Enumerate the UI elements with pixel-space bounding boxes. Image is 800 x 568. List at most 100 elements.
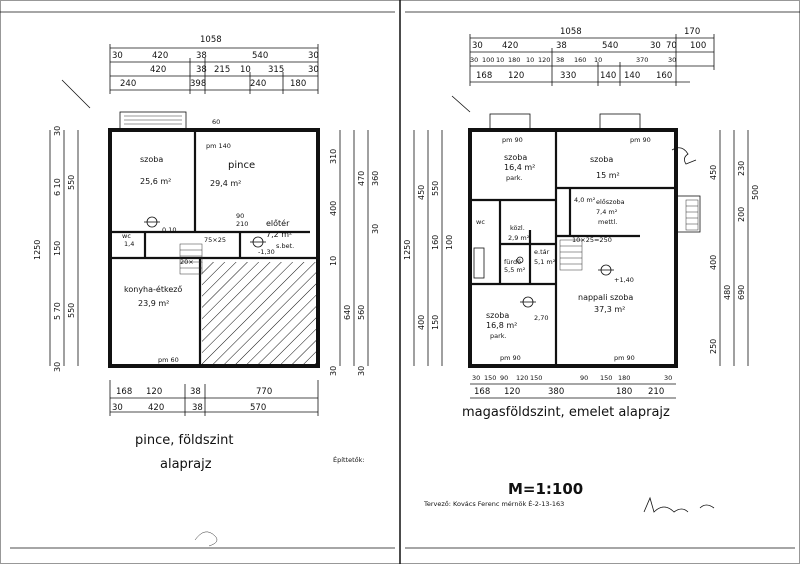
svg-text:210: 210 [236,220,248,228]
svg-text:330: 330 [560,71,576,81]
svg-text:690: 690 [737,285,746,300]
svg-text:400: 400 [417,315,426,330]
svg-text:180: 180 [616,387,632,397]
svg-text:570: 570 [250,403,266,413]
svg-text:380: 380 [548,387,564,397]
svg-text:150: 150 [484,374,496,382]
svg-text:315: 315 [268,65,284,75]
svg-text:30: 30 [472,41,483,51]
svg-text:150: 150 [53,241,62,256]
svg-text:90: 90 [236,212,244,220]
svg-text:7,4 m²: 7,4 m² [596,208,618,216]
svg-text:pm 90: pm 90 [500,354,521,362]
svg-text:szoba: szoba [590,155,613,164]
svg-text:180: 180 [618,374,630,382]
svg-text:140: 140 [624,71,640,81]
scale-label: M=1:100 [508,480,583,498]
svg-text:0,10: 0,10 [162,226,176,234]
svg-text:420: 420 [148,403,164,413]
svg-text:240: 240 [250,79,266,89]
right-side-balcony [675,195,701,233]
svg-text:170: 170 [684,27,700,37]
svg-text:10×25=250: 10×25=250 [572,236,612,244]
left-floor-plan: 1058 30 420 38 540 30 420 38 215 10 315 … [33,35,380,547]
svg-text:38: 38 [196,65,207,75]
svg-text:előszoba: előszoba [596,197,625,206]
svg-text:1250: 1250 [33,240,42,260]
svg-text:550: 550 [431,181,440,196]
svg-text:38: 38 [190,387,201,397]
left-room-pince-name: pince [228,160,255,171]
svg-text:160: 160 [574,56,586,64]
svg-text:nappali szoba: nappali szoba [578,293,633,302]
svg-text:szoba: szoba [486,311,509,320]
svg-text:6 10: 6 10 [53,178,62,196]
svg-text:pm 90: pm 90 [502,136,523,144]
right-building-outline [468,128,678,368]
left-bottom-dimensions: 168 120 38 770 30 420 38 570 [109,380,319,416]
annotation-scribble [671,147,697,165]
left-hatched-terrace [202,262,316,364]
svg-text:30: 30 [371,224,380,234]
svg-text:2,9 m²: 2,9 m² [508,234,530,242]
svg-text:450: 450 [417,185,426,200]
svg-text:10: 10 [329,256,338,266]
svg-text:38: 38 [192,403,203,413]
svg-text:30: 30 [308,51,319,61]
svg-text:5,5 m²: 5,5 m² [504,266,526,274]
svg-text:10: 10 [496,56,504,64]
svg-text:100: 100 [482,56,494,64]
svg-text:150: 150 [600,374,612,382]
svg-text:pm 90: pm 90 [630,136,651,144]
left-room-wc-area: 1,4 [124,240,134,248]
svg-text:120: 120 [538,56,550,64]
svg-text:20×: 20× [180,258,194,266]
svg-text:90: 90 [580,374,588,382]
left-room-konyha-name: konyha-étkező [124,284,182,294]
svg-text:120: 120 [146,387,162,397]
svg-text:15 m²: 15 m² [596,171,620,180]
left-room-pince-area: 29,4 m² [210,179,241,188]
svg-text:park.: park. [490,332,507,340]
svg-text:210: 210 [648,387,664,397]
svg-text:168: 168 [116,387,132,397]
svg-text:30: 30 [472,374,480,382]
svg-text:38: 38 [556,56,564,64]
svg-text:pm 90: pm 90 [614,354,635,362]
svg-text:160: 160 [656,71,672,81]
svg-text:100: 100 [445,235,454,250]
svg-text:park.: park. [506,174,523,182]
svg-text:140: 140 [600,71,616,81]
right-bottom-dimensions: 168 120 380 180 210 30 150 90 120 150 90… [470,374,676,399]
svg-text:30: 30 [112,403,123,413]
svg-text:38: 38 [196,51,207,61]
svg-text:250: 250 [709,339,718,354]
svg-text:5 70: 5 70 [53,302,62,320]
svg-text:30: 30 [357,366,366,376]
left-right-dimensions: 310 640 470 400 560 360 30 10 30 30 [329,130,380,376]
svg-text:150: 150 [431,315,440,330]
svg-text:470: 470 [357,171,366,186]
left-room-szoba-name: szoba [140,155,163,164]
svg-text:370: 370 [636,56,648,64]
svg-text:540: 540 [602,41,618,51]
svg-text:30: 30 [650,41,661,51]
svg-text:160: 160 [431,235,440,250]
right-left-dimensions: 1250 450 400 550 160 100 150 [403,130,454,366]
left-building-outline [108,128,320,368]
svg-text:100: 100 [690,41,706,51]
svg-text:240: 240 [120,79,136,89]
svg-text:16,4 m²: 16,4 m² [504,163,535,172]
svg-text:230: 230 [737,161,746,176]
svg-text:4,0 m²: 4,0 m² [574,196,596,204]
left-room-szoba-area: 25,6 m² [140,177,171,186]
svg-text:30: 30 [112,51,123,61]
svg-text:180: 180 [290,79,306,89]
svg-text:szoba: szoba [504,153,527,162]
svg-text:560: 560 [357,305,366,320]
right-interior-walls [470,130,676,366]
left-plan-title: pince, földszint [135,433,233,448]
left-room-konyha-area: 23,9 m² [138,299,169,308]
